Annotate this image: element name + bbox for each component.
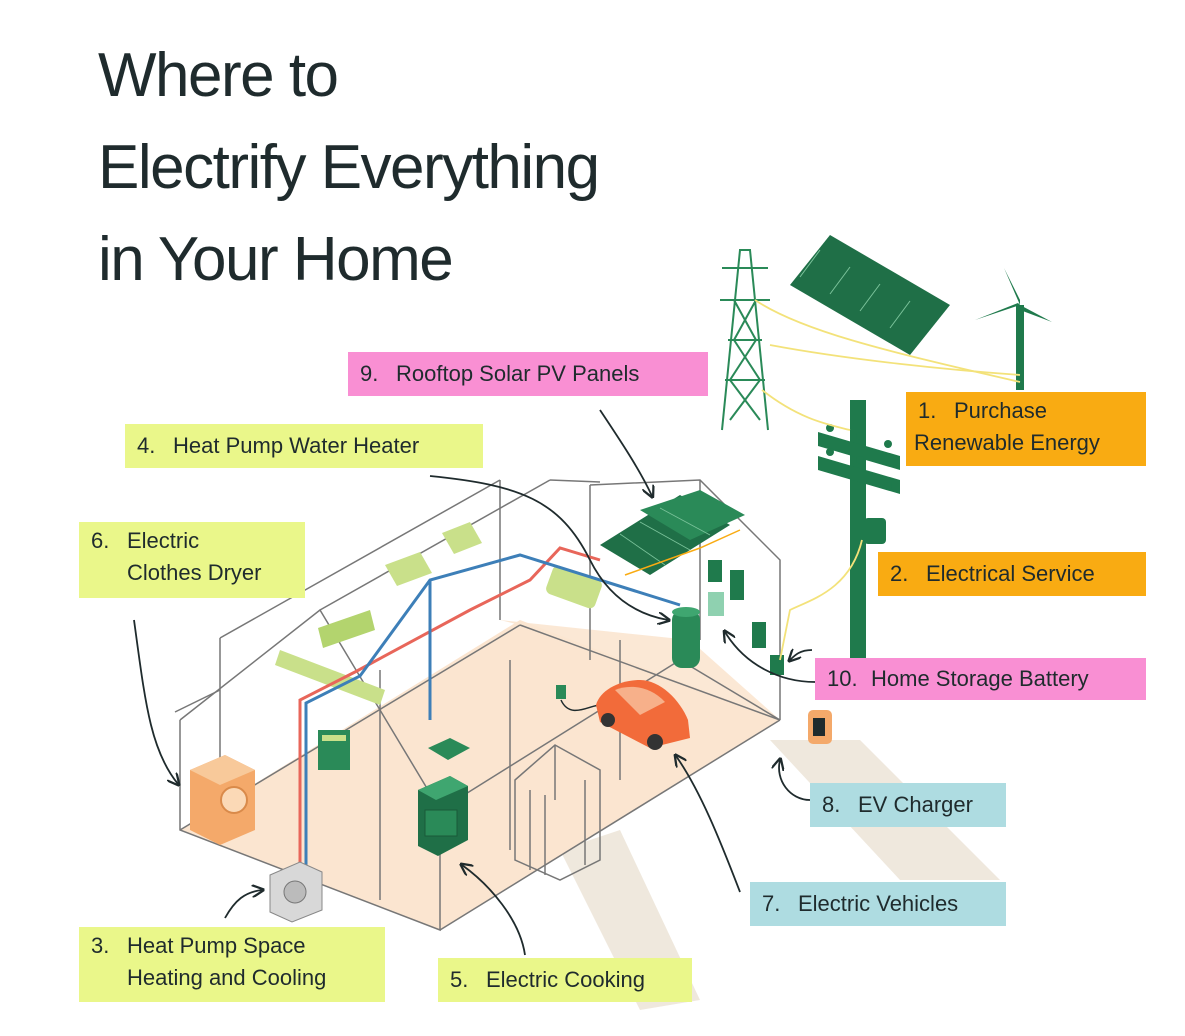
title-line-2: Electrify Everything [98, 133, 600, 202]
callout-electric-cooking: 5.Electric Cooking [438, 958, 692, 1002]
callout-clothes-dryer: 6.Electric Clothes Dryer [79, 522, 305, 598]
title-line-3: in Your Home [98, 225, 454, 294]
callout-electric-vehicles: 7.Electric Vehicles [750, 882, 1006, 926]
outlet-icon [556, 685, 566, 699]
callout-electrical-service: 2.Electrical Service [878, 552, 1146, 596]
electric-car [596, 680, 690, 750]
callout-heat-pump-water-heater: 4.Heat Pump Water Heater [125, 424, 483, 468]
rooftop-solar-panels [600, 490, 745, 576]
callout-ev-charger: 8.EV Charger [810, 783, 1006, 827]
porch [514, 744, 601, 881]
power-lines [754, 299, 1021, 661]
title-line-1: Where to [98, 41, 339, 110]
wind-turbine [975, 268, 1052, 390]
solar-farm-panels [790, 235, 950, 355]
callout-heat-pump-space-heating: 3.Heat Pump Space Heating and Cooling [79, 927, 385, 1002]
pipes [298, 546, 681, 870]
transmission-tower [720, 249, 770, 431]
electric-stove [418, 738, 470, 856]
wall-unit [318, 730, 350, 770]
water-heater [672, 607, 700, 668]
callout-renewable-energy: 1.Purchase Renewable Energy [906, 392, 1146, 466]
heat-pump-outdoor-unit [269, 861, 323, 923]
battery-icon [770, 655, 784, 675]
ev-charger [808, 710, 832, 744]
callout-rooftop-solar: 9.Rooftop Solar PV Panels [348, 352, 708, 396]
callout-arrows [133, 409, 816, 956]
diagram-title: Where to Electrify Everything in Your Ho… [98, 30, 798, 306]
utility-pole [818, 400, 900, 660]
clothes-dryer [190, 755, 255, 845]
callout-home-storage-battery: 10.Home Storage Battery [815, 658, 1146, 700]
